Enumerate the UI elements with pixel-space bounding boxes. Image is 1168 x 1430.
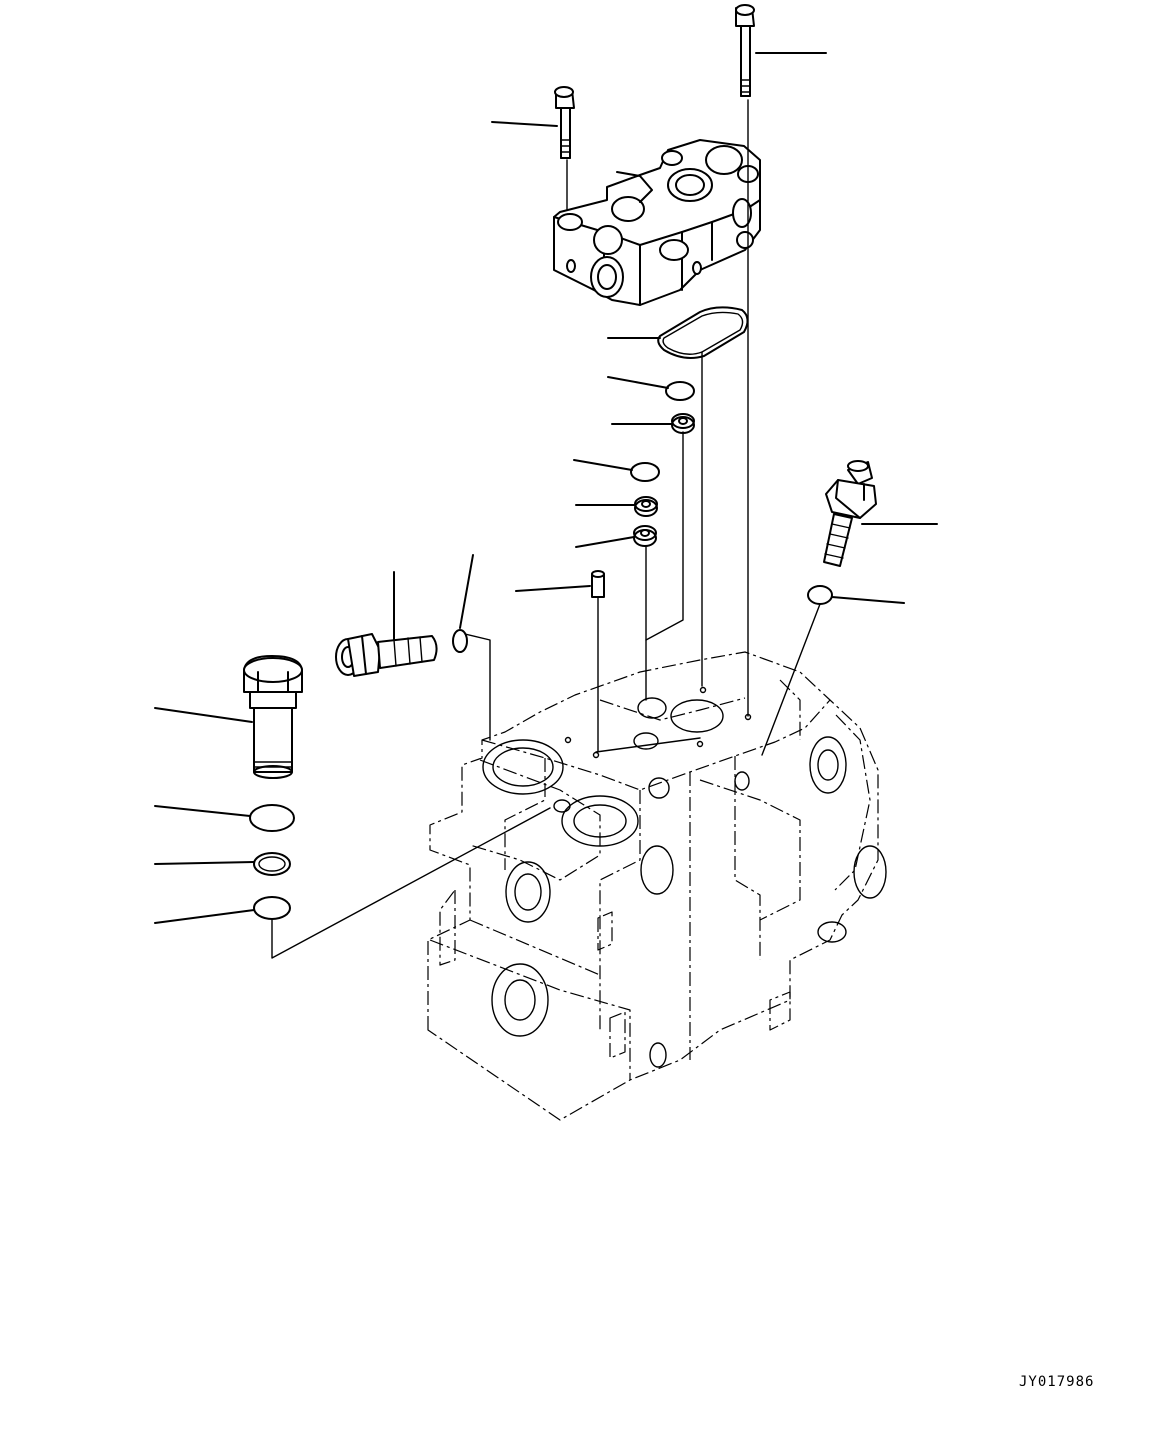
dowel-pin bbox=[591, 570, 605, 598]
short-bolt bbox=[554, 86, 575, 159]
plug-bolt bbox=[335, 633, 438, 677]
gasket-oval bbox=[657, 306, 749, 359]
collar-3 bbox=[633, 525, 657, 547]
o-ring-1 bbox=[249, 804, 295, 832]
collar-2 bbox=[634, 496, 658, 517]
o-ring-small-1 bbox=[665, 381, 695, 401]
o-ring-plug bbox=[452, 629, 468, 653]
assembly-guide-lines bbox=[271, 99, 821, 959]
backup-ring bbox=[253, 852, 291, 876]
collar-1 bbox=[671, 413, 695, 434]
o-ring-sensor bbox=[807, 585, 833, 605]
o-ring-2 bbox=[253, 896, 291, 920]
valve-block bbox=[553, 139, 761, 306]
pressure-sensor bbox=[823, 460, 877, 567]
pump-body-phantom bbox=[427, 651, 887, 1121]
long-bolt bbox=[735, 4, 755, 97]
drawing-code: JY017986 bbox=[1019, 1374, 1095, 1390]
leader-lines bbox=[154, 52, 938, 924]
relief-cartridge bbox=[243, 655, 303, 779]
o-ring-small-2 bbox=[630, 462, 660, 482]
